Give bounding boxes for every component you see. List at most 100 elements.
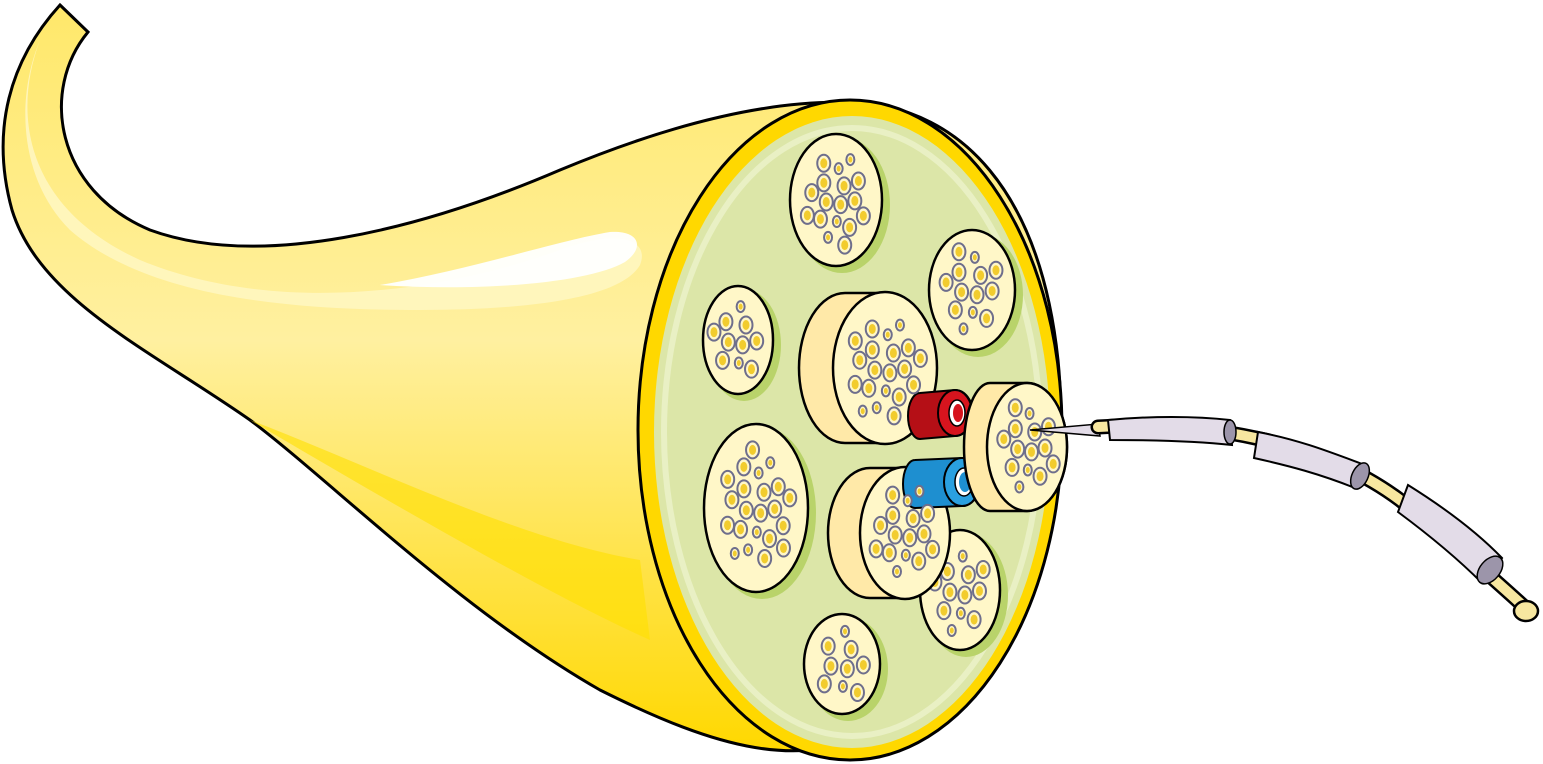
nerve-fiber xyxy=(749,331,765,351)
nerve-fiber xyxy=(861,378,877,398)
nerve-fiber xyxy=(833,162,844,176)
nerve-fiber xyxy=(847,374,863,394)
nerve-fiber xyxy=(724,490,740,510)
nerve-fiber xyxy=(744,359,760,379)
nerve-fiber xyxy=(762,529,778,549)
nerve-fiber xyxy=(767,499,783,519)
nerve-fiber xyxy=(955,606,966,620)
nerve-fiber xyxy=(891,565,902,579)
nerve-fiber xyxy=(885,485,901,505)
nerve-fiber xyxy=(951,262,967,282)
nerve-fiber xyxy=(753,466,764,480)
nerve-fiber xyxy=(833,195,849,215)
nerve-fiber xyxy=(882,328,893,342)
nerve-fiber xyxy=(951,242,967,262)
nerve-fiber xyxy=(988,260,1004,280)
nerve-fiber xyxy=(852,350,868,370)
sheath-lower-shade xyxy=(250,420,650,640)
nerve-fiber xyxy=(720,469,736,489)
nerve-fiber xyxy=(839,659,855,679)
nerve-fiber xyxy=(1045,454,1061,474)
nerve-fiber xyxy=(775,516,791,536)
nerve-fiber xyxy=(912,348,928,368)
nerve-fiber xyxy=(782,488,798,508)
nerve-fiber xyxy=(836,176,852,196)
nerve-fiber xyxy=(880,384,891,398)
fascicle-face xyxy=(996,398,1061,494)
cylinder-fiber-group xyxy=(847,318,1061,579)
nerve-fiber xyxy=(743,543,754,557)
nerve-fiber xyxy=(720,515,736,535)
nerve-fiber xyxy=(1037,438,1053,458)
nerve-fiber xyxy=(756,482,772,502)
nerve-fiber xyxy=(850,171,866,191)
fascicle xyxy=(701,284,781,401)
nerve-fiber xyxy=(735,300,746,314)
nerve-fiber xyxy=(729,546,740,560)
nerve-fiber xyxy=(984,281,1000,301)
nerve-fiber xyxy=(966,610,982,630)
nerve-fiber xyxy=(799,205,815,225)
fascicle xyxy=(927,228,1023,357)
nerve-fiber xyxy=(947,300,963,320)
nerve-fiber xyxy=(775,538,791,558)
nerve-fiber xyxy=(1024,407,1035,421)
nerve-fiber xyxy=(975,559,991,579)
nerve-fiber xyxy=(733,356,744,370)
nerve-fiber xyxy=(914,484,925,498)
nerve-fiber xyxy=(967,305,978,319)
nerve-fiber xyxy=(868,539,884,559)
fascicle xyxy=(802,612,888,721)
nerve-fiber xyxy=(770,477,786,497)
nerve-fiber xyxy=(738,315,754,335)
nerve-fiber xyxy=(911,551,927,571)
nerve-fiber xyxy=(1014,480,1025,494)
nerve-fiber xyxy=(864,340,880,360)
nerve-fiber xyxy=(735,335,751,355)
nerve-fiber xyxy=(891,387,907,407)
nerve-fiber xyxy=(900,548,911,562)
nerve-fiber xyxy=(871,401,882,415)
nerve-fiber xyxy=(816,153,832,173)
nerve-fiber xyxy=(894,318,905,332)
nerve-fiber xyxy=(897,359,913,379)
nerve-fiber xyxy=(969,285,985,305)
nerve-fiber xyxy=(996,429,1012,449)
nerve-fiber xyxy=(837,235,853,255)
nerve-fiber xyxy=(1027,422,1043,442)
nerve-fiber xyxy=(804,183,820,203)
nerve-fiber xyxy=(736,457,752,477)
nerve-fiber xyxy=(831,215,842,229)
nerve-fiber xyxy=(1010,439,1026,459)
nerve-fiber xyxy=(906,375,922,395)
nerve-fiber xyxy=(885,343,901,363)
nerve-fiber xyxy=(902,494,913,508)
nerve-fiber xyxy=(818,192,834,212)
nerve-fiber xyxy=(753,503,769,523)
artery xyxy=(907,388,974,441)
nerve-fiber xyxy=(885,505,901,525)
nerve-fiber xyxy=(1023,442,1039,462)
nerve-fiber xyxy=(954,282,970,302)
nerve-fiber xyxy=(867,360,883,380)
nerve-fiber xyxy=(938,272,954,292)
nerve-fiber xyxy=(751,525,762,539)
nerve-fiber xyxy=(855,206,871,226)
nerve-fiber xyxy=(886,406,902,426)
electrode-sleeve-1 xyxy=(1106,416,1234,447)
nerve-fiber xyxy=(847,331,863,351)
nerve-fiber xyxy=(845,153,856,167)
nerve-fiber xyxy=(738,500,754,520)
nerve-fiber xyxy=(823,230,834,244)
nerve-fiber xyxy=(757,548,773,568)
nerve-fiber xyxy=(733,519,749,539)
nerve-fiber xyxy=(1022,463,1033,477)
nerve-fiber xyxy=(765,456,776,470)
nerve-fiber xyxy=(942,582,958,602)
fascicle xyxy=(788,132,890,273)
nerve-fiber xyxy=(720,332,736,352)
electrode xyxy=(1029,416,1540,623)
nerve-fiber xyxy=(916,524,932,544)
nerve-fiber xyxy=(887,525,903,545)
